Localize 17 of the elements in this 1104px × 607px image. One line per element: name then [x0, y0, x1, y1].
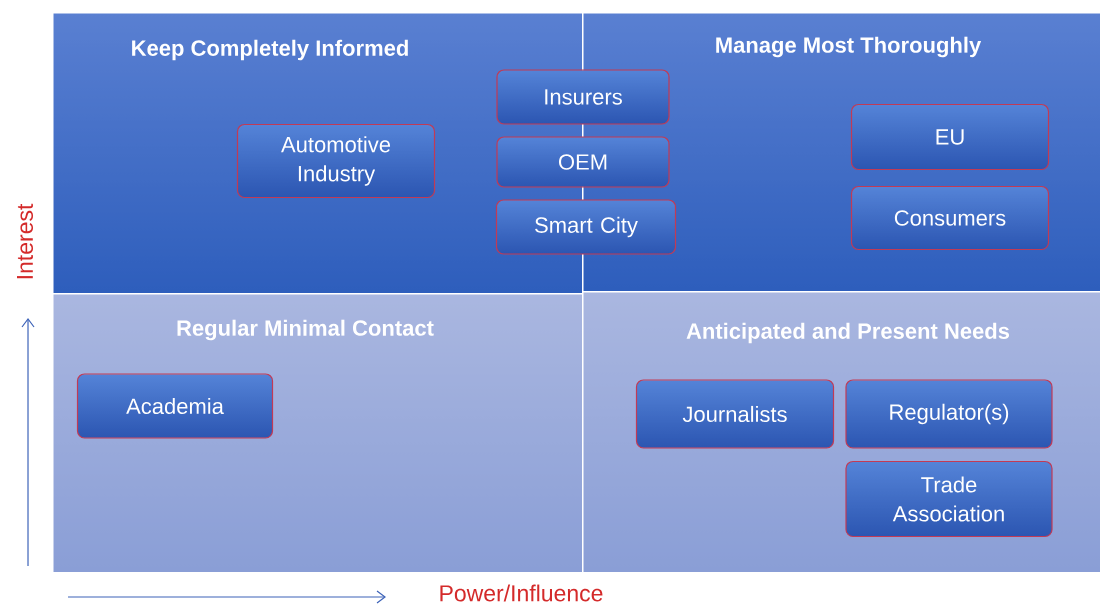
stakeholder-box: Smart City [495, 199, 677, 255]
quadrant-heading: Regular Minimal Contact [177, 319, 434, 341]
stakeholder-box: Regulator(s) [845, 379, 1053, 449]
stakeholder-box: OEM [496, 136, 670, 188]
stakeholder-box: Journalists [635, 379, 835, 449]
stakeholder-box: Consumers [850, 185, 1050, 251]
axis-label: Power/Influence [440, 584, 603, 602]
axis-label: Interest [17, 203, 34, 279]
stakeholder-box: Insurers [496, 69, 670, 125]
quadrant-heading: Manage Most Thoroughly [716, 36, 982, 58]
stakeholder-box: EU [850, 103, 1050, 171]
quadrant-panel [52, 293, 584, 574]
quadrant-heading: Keep Completely Informed [132, 39, 408, 61]
stakeholder-box: Academia [76, 373, 274, 439]
stakeholder-box: Automotive Industry [236, 123, 436, 199]
stakeholder-box: Trade Association [845, 460, 1053, 538]
quadrant-heading: Anticipated and Present Needs [686, 322, 1010, 344]
